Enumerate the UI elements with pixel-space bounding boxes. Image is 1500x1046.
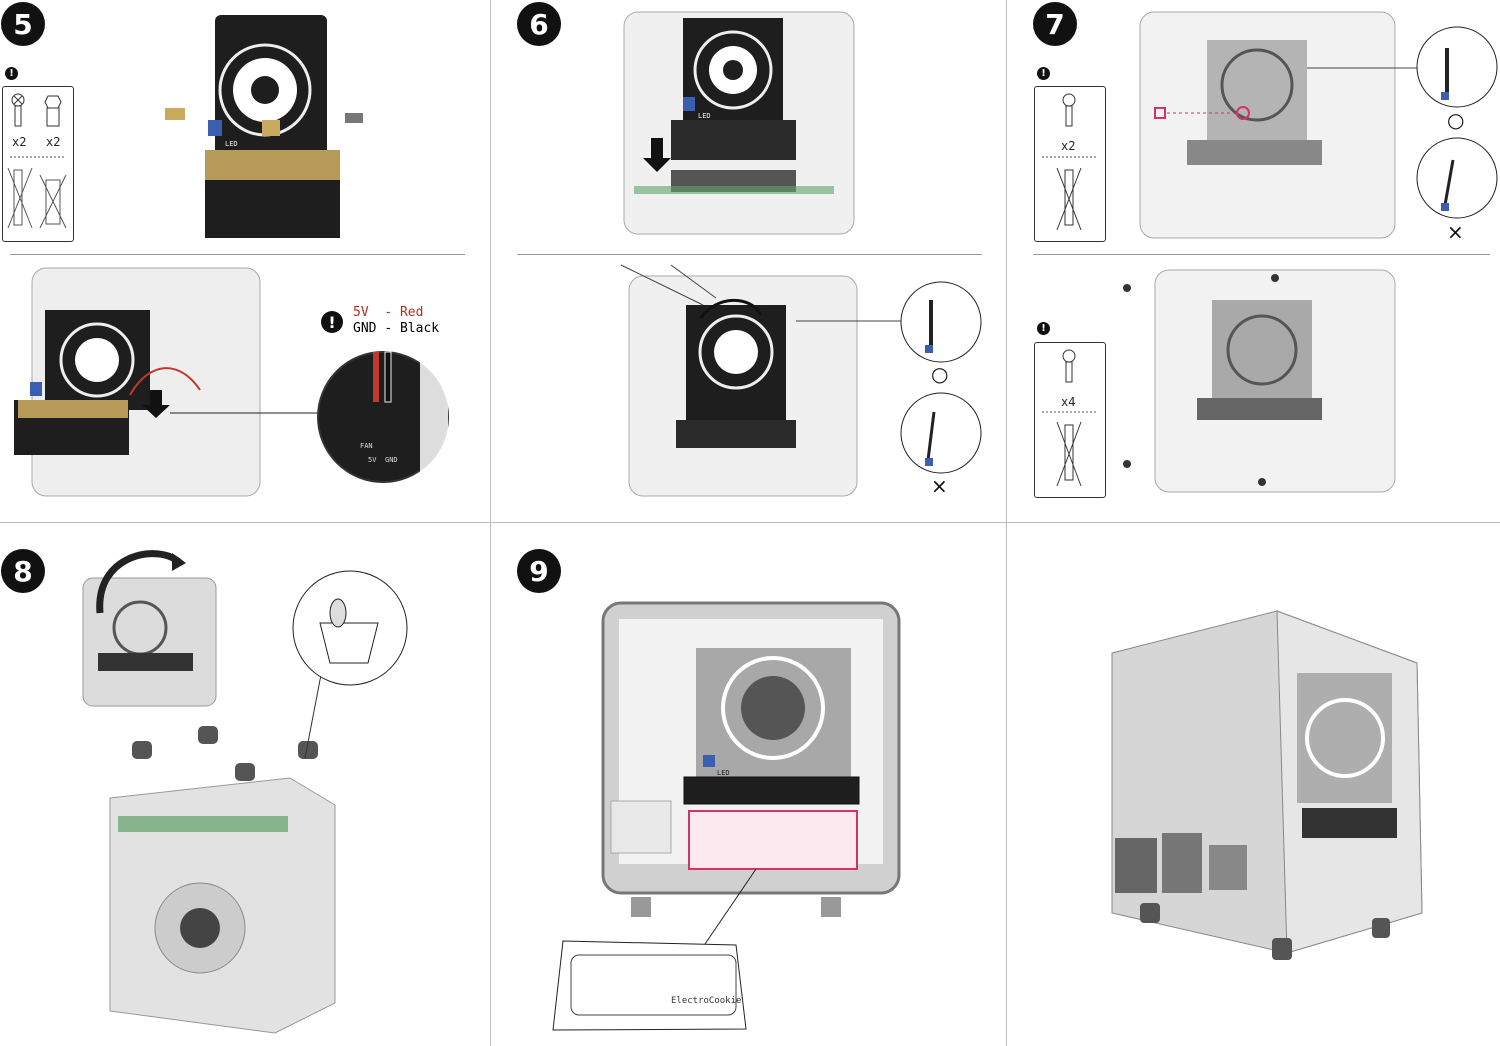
wrong-mark: × — [1447, 220, 1464, 244]
step-5-illustration: LED FAN 5V GND — [7, 15, 449, 497]
screw-qty: x4 — [1061, 395, 1076, 409]
step-number: 8 — [1, 549, 45, 593]
svg-text:GND: GND — [385, 456, 398, 464]
step-8-panel: 8 — [0, 523, 490, 1046]
standoff-icon — [44, 95, 62, 127]
step-6-illustration: LED — [620, 11, 982, 497]
step-number: 6 — [517, 2, 561, 46]
step-9-panel: 9 LED ElectroCookie — [491, 523, 1006, 1046]
led-label: LED — [698, 112, 711, 120]
screw-qty: x2 — [12, 135, 27, 149]
step-9-illustration: LED — [552, 601, 901, 1031]
screw-qty: x2 — [1061, 139, 1076, 153]
parts-box — [1034, 86, 1106, 242]
warning-icon: ! — [1037, 67, 1050, 80]
correct-mark: ○ — [931, 362, 949, 386]
wrong-part-icon — [7, 167, 67, 229]
parts-box — [1034, 342, 1106, 498]
final-assembly-illustration — [1111, 610, 1423, 960]
pin-label-highlight — [688, 810, 858, 870]
warning-icon: ! — [5, 67, 18, 80]
screw-icon — [11, 93, 25, 127]
card-brand-label: ElectroCookie — [671, 996, 742, 1006]
svg-text:5V: 5V — [368, 456, 377, 464]
correct-mark: ○ — [1447, 108, 1465, 132]
step-number: 9 — [517, 549, 561, 593]
svg-text:FAN: FAN — [360, 442, 373, 450]
step-7-panel: 7 ! x2 ! x4 ○ × — [1007, 0, 1500, 522]
warning-icon: ! — [1037, 322, 1050, 335]
column-divider — [1006, 0, 1007, 1046]
substep-divider — [10, 254, 465, 255]
rubber-feet — [132, 726, 318, 781]
row-divider — [0, 522, 1500, 523]
wiring-note: 5V - Red GND - Black — [353, 305, 440, 336]
warning-icon: ! — [321, 311, 343, 333]
standoff-qty: x2 — [46, 135, 61, 149]
step-number: 5 — [1, 2, 45, 46]
led-label: LED — [225, 140, 238, 148]
step-5-panel: 5 ! x2 x2 5V - Red GND - Black ! LED FAN… — [0, 0, 490, 522]
pin-label-card — [552, 940, 747, 1031]
step-number: 7 — [1033, 2, 1077, 46]
parts-box — [2, 86, 74, 242]
step-6-panel: 6 ○ × LED — [491, 0, 1006, 522]
final-assembly-panel — [1007, 523, 1500, 1046]
substep-divider — [517, 254, 982, 255]
step-7-illustration — [1042, 11, 1498, 493]
column-divider — [490, 0, 491, 1046]
step-8-illustration — [82, 550, 408, 1034]
substep-divider — [1033, 254, 1490, 255]
led-label: LED — [717, 769, 730, 777]
wrong-mark: × — [931, 474, 948, 498]
